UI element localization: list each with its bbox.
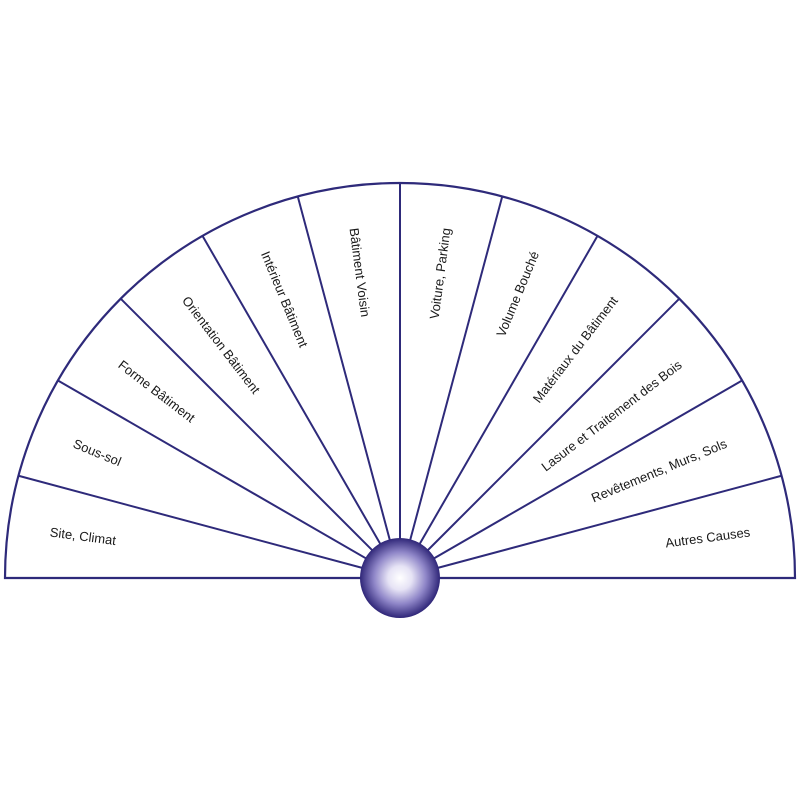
sector-divider bbox=[18, 474, 401, 579]
sector-divider bbox=[296, 196, 401, 579]
sector-divider bbox=[399, 235, 599, 579]
sector-label: Intérieur Bâtiment bbox=[258, 249, 311, 350]
sector-divider bbox=[399, 297, 681, 579]
sector-label: Volume Bouché bbox=[493, 249, 542, 339]
sector-label: Voiture, Parking bbox=[427, 227, 454, 320]
sector-divider bbox=[119, 297, 401, 579]
sector-label: Matériaux du Bâtiment bbox=[530, 293, 621, 406]
sector-label: Bâtiment Voisin bbox=[346, 227, 373, 318]
sector-divider bbox=[399, 474, 782, 579]
sector-divider bbox=[399, 379, 743, 579]
sector-divider bbox=[399, 196, 504, 579]
sector-label: Sous-sol bbox=[71, 436, 124, 469]
outer-arc bbox=[3, 181, 797, 580]
sector-label: Autres Causes bbox=[664, 524, 751, 550]
sector-divider bbox=[57, 379, 401, 579]
sector-dividers bbox=[18, 183, 782, 579]
sector-label: Forme Bâtiment bbox=[115, 357, 198, 425]
sector-label: Orientation Bâtiment bbox=[179, 293, 263, 396]
sphere-pendulum-hub-icon bbox=[360, 538, 440, 618]
semicircle-outline bbox=[3, 181, 797, 580]
sector-label: Site, Climat bbox=[49, 524, 117, 548]
sector-divider bbox=[201, 235, 401, 579]
